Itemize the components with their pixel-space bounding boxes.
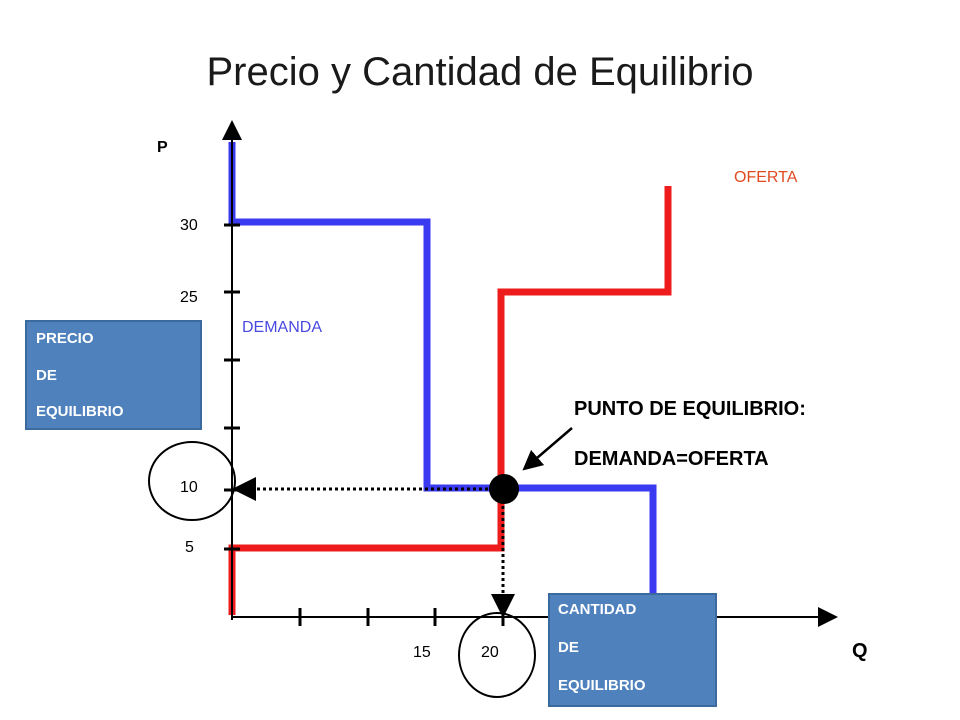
x-tick-label: 20 [481, 644, 499, 661]
y-tick-label: 30 [180, 217, 198, 234]
supply-label: OFERTA [734, 169, 798, 186]
quantity-box-line: CANTIDAD [558, 601, 636, 618]
quantity-box-line: EQUILIBRIO [558, 677, 646, 694]
quantity-highlight-circle [458, 612, 536, 698]
y-tick-label: 5 [185, 539, 194, 556]
price-box-line: DE [36, 367, 57, 384]
equilibrium-arrow [522, 427, 573, 471]
price-box [25, 320, 202, 430]
demand-label: DEMANDA [242, 319, 322, 336]
price-box-line: EQUILIBRIO [36, 403, 124, 420]
price-box-line: PRECIO [36, 330, 94, 347]
y-axis-ticks [224, 223, 240, 551]
x-tick-label: 15 [413, 644, 431, 661]
quantity-box-line: DE [558, 639, 579, 656]
slide-title: Precio y Cantidad de Equilibrio [206, 50, 754, 94]
quantity-box [548, 593, 717, 707]
equilibrium-subtitle: DEMANDA=OFERTA [574, 448, 769, 470]
equilibrium-point [489, 474, 519, 504]
demand-curve [228, 142, 657, 610]
y-axis-label: P [157, 139, 168, 156]
equilibrium-title: PUNTO DE EQUILIBRIO: [574, 398, 806, 420]
x-axis-label: Q [852, 640, 868, 662]
price-highlight-circle [148, 441, 236, 521]
y-tick-label: 25 [180, 289, 198, 306]
y-tick-label: 10 [180, 479, 198, 496]
